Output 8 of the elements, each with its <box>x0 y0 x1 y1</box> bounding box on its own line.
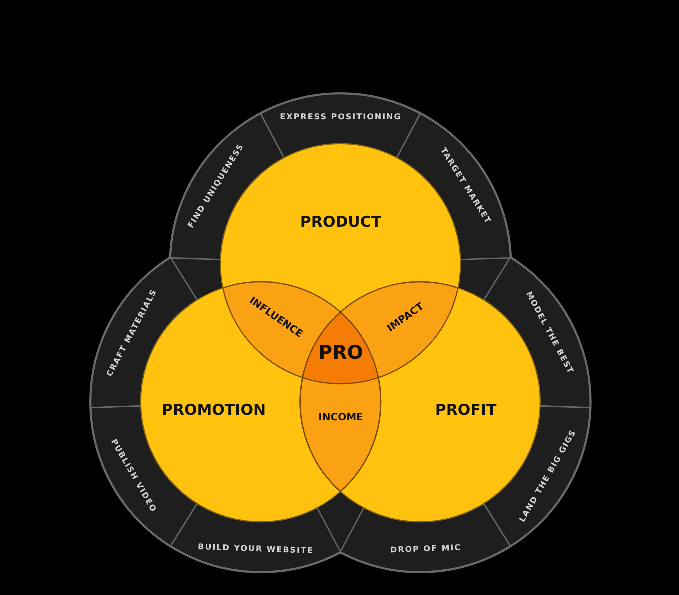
circle-label: PROMOTION <box>162 401 266 419</box>
circle-label: PROFIT <box>435 401 497 419</box>
region-label: INCOME <box>318 412 364 424</box>
center-label: PRO <box>318 342 364 364</box>
segment-label: DROP OF MIC <box>390 543 462 555</box>
segment-label: BUILD YOUR WEBSITE <box>198 542 314 556</box>
segment-label: EXPRESS POSITIONING <box>280 112 402 122</box>
circle-label: PRODUCT <box>300 213 382 231</box>
